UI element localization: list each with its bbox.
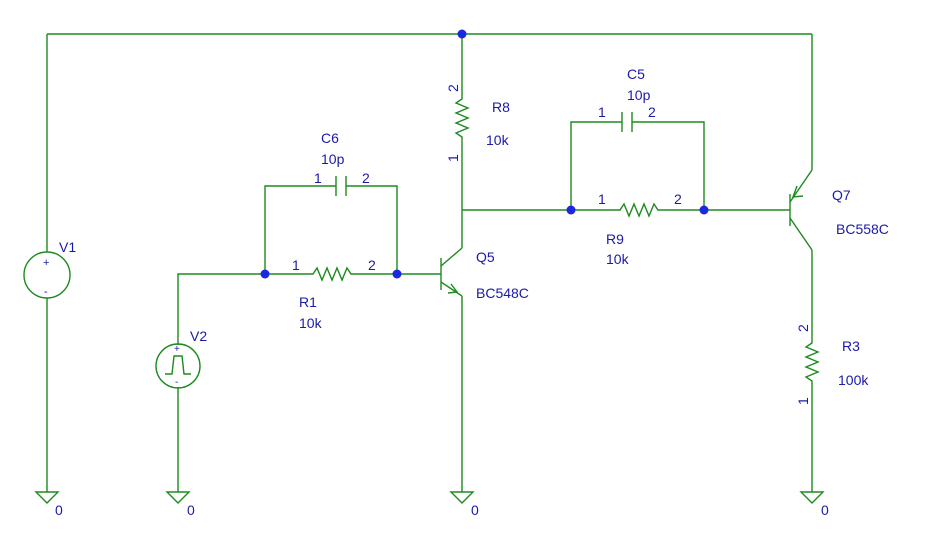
transistor-collector-icon bbox=[789, 217, 813, 251]
v1-dc-source[interactable]: + - V1 bbox=[23, 239, 76, 299]
c6-pin2: 2 bbox=[362, 170, 370, 186]
r3-value: 100k bbox=[838, 372, 869, 388]
r1-pin2: 2 bbox=[368, 257, 376, 273]
c5-value: 10p bbox=[627, 87, 651, 103]
wire-c5-right bbox=[632, 121, 705, 210]
r1-value: 10k bbox=[299, 315, 323, 331]
c6-label: C6 bbox=[321, 130, 339, 146]
transistor-collector-icon bbox=[440, 247, 463, 267]
r3-pin1: 1 bbox=[795, 397, 811, 405]
ground-q5: 0 bbox=[449, 491, 479, 518]
wires bbox=[46, 33, 813, 492]
v1-label: V1 bbox=[59, 239, 76, 255]
v2-pulse-source[interactable]: + - V2 bbox=[155, 328, 207, 389]
resistor-icon bbox=[804, 336, 820, 396]
resistor-icon bbox=[612, 202, 662, 218]
ground-label: 0 bbox=[821, 502, 829, 518]
c5-capacitor[interactable]: 1 2 C5 10p bbox=[598, 66, 656, 132]
q5-label: Q5 bbox=[476, 249, 495, 265]
v2-minus: - bbox=[175, 377, 178, 388]
v1-minus: - bbox=[44, 286, 48, 298]
wire-c6-left bbox=[264, 185, 336, 274]
ground-icon bbox=[34, 491, 60, 504]
ground-r3: 0 bbox=[799, 491, 829, 518]
dc-source-icon bbox=[23, 251, 71, 299]
junction-node bbox=[457, 29, 467, 39]
r9-pin2: 2 bbox=[674, 191, 682, 207]
r9-pin1: 1 bbox=[598, 191, 606, 207]
pulse-source-icon bbox=[155, 343, 201, 389]
emitter-arrow-icon bbox=[791, 185, 804, 198]
r8-pin1: 1 bbox=[445, 154, 461, 162]
c6-value: 10p bbox=[321, 151, 345, 167]
ground-label: 0 bbox=[55, 502, 63, 518]
r3-pin2: 2 bbox=[795, 324, 811, 332]
r1-label: R1 bbox=[299, 294, 317, 310]
junction-node bbox=[392, 269, 402, 279]
q7-model: BC558C bbox=[836, 221, 889, 237]
q7-label: Q7 bbox=[832, 187, 851, 203]
emitter-arrow-icon bbox=[447, 283, 459, 294]
ground-icon bbox=[165, 491, 191, 504]
ground-icon bbox=[449, 491, 475, 504]
c5-pin2: 2 bbox=[648, 104, 656, 120]
ground-v2: 0 bbox=[165, 491, 195, 518]
junction-node bbox=[260, 269, 270, 279]
c5-pin1: 1 bbox=[598, 104, 606, 120]
r1-pin1: 1 bbox=[292, 257, 300, 273]
pulse-waveform-icon bbox=[165, 355, 191, 375]
v2-label: V2 bbox=[190, 328, 207, 344]
c5-label: C5 bbox=[627, 66, 645, 82]
q5-model: BC548C bbox=[476, 285, 529, 301]
q7-pnp-transistor[interactable]: Q7 BC558C bbox=[789, 169, 889, 251]
r9-value: 10k bbox=[606, 251, 630, 267]
ground-icon bbox=[799, 491, 825, 504]
c6-pin1: 1 bbox=[314, 170, 322, 186]
v2-plus: + bbox=[174, 344, 180, 355]
junction-node bbox=[566, 205, 576, 215]
r8-value: 10k bbox=[486, 132, 510, 148]
r1-resistor[interactable]: 1 2 R1 10k bbox=[292, 257, 376, 331]
r3-label: R3 bbox=[842, 338, 860, 354]
junction-node bbox=[699, 205, 709, 215]
r8-pin2: 2 bbox=[445, 84, 461, 92]
q5-npn-transistor[interactable]: Q5 BC548C bbox=[440, 247, 529, 301]
r3-resistor[interactable]: 2 1 R3 100k bbox=[795, 324, 869, 405]
wire-c6-right bbox=[346, 185, 398, 274]
wire-c5-left bbox=[570, 121, 622, 210]
ground-label: 0 bbox=[187, 502, 195, 518]
resistor-icon bbox=[454, 86, 470, 152]
ground-label: 0 bbox=[471, 502, 479, 518]
transistor-emitter-icon bbox=[440, 281, 463, 297]
r9-label: R9 bbox=[606, 231, 624, 247]
junctions bbox=[260, 29, 709, 279]
c6-capacitor[interactable]: 1 2 C6 10p bbox=[314, 130, 370, 196]
v1-plus: + bbox=[43, 257, 49, 269]
r9-resistor[interactable]: 1 2 R9 10k bbox=[598, 191, 682, 267]
r8-resistor[interactable]: 2 1 R8 10k bbox=[445, 84, 510, 162]
r8-label: R8 bbox=[492, 99, 510, 115]
ground-v1: 0 bbox=[34, 491, 63, 518]
resistor-icon bbox=[305, 266, 356, 282]
